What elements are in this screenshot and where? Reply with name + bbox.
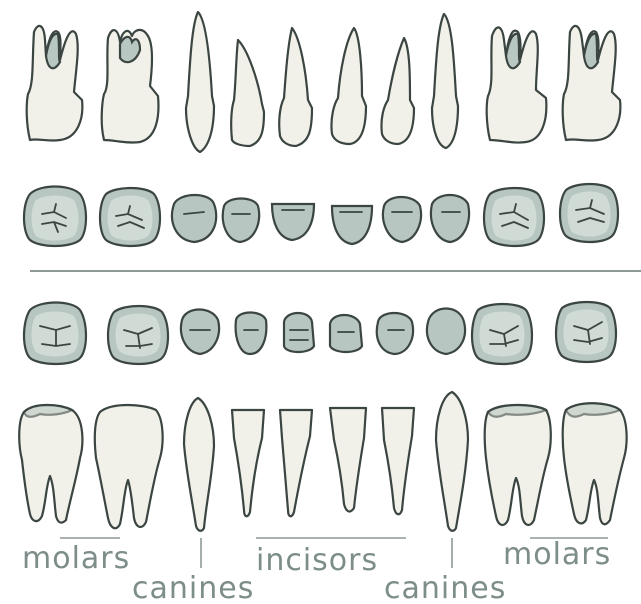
upper-incisor-side — [279, 28, 312, 146]
upper-premolar-occlusal — [431, 195, 469, 242]
lower-incisor-side — [280, 410, 312, 516]
lower-canine-side — [184, 398, 214, 531]
label-molars-left: molars — [22, 541, 130, 576]
lower-incisor-occlusal — [284, 313, 314, 352]
upper-premolar-side — [231, 40, 264, 146]
upper-premolar-occlusal — [223, 199, 259, 243]
lower-teeth-occlusal-row — [24, 302, 616, 364]
lower-molar-occlusal — [24, 303, 86, 365]
upper-teeth-side-row — [27, 12, 621, 152]
lower-incisor-side — [232, 410, 264, 516]
upper-incisor-occlusal — [332, 206, 372, 244]
lower-molar-occlusal — [108, 306, 168, 364]
upper-incisor-occlusal — [272, 204, 314, 240]
upper-molar-side — [563, 26, 621, 141]
lower-molar-side — [485, 405, 551, 525]
lower-premolar-occlusal — [236, 313, 267, 355]
lower-premolar-occlusal — [377, 313, 413, 354]
lower-molar-occlusal — [556, 302, 616, 362]
lower-canine-side — [436, 392, 468, 531]
upper-premolar-side — [381, 38, 414, 144]
lower-premolar-occlusal — [181, 310, 219, 355]
upper-canine-side — [186, 12, 214, 152]
lower-molar-side — [563, 403, 627, 524]
upper-canine-side — [432, 14, 458, 148]
label-molars-right: molars — [503, 537, 611, 572]
label-incisors: incisors — [256, 543, 378, 578]
upper-molar-side — [27, 26, 83, 141]
lower-molar-side — [19, 405, 82, 523]
lower-premolar-occlusal — [427, 309, 465, 355]
lower-molar-occlusal — [472, 304, 532, 364]
upper-teeth-occlusal-row — [24, 184, 618, 246]
lower-incisor-side — [382, 408, 414, 514]
upper-premolar-occlusal — [172, 195, 216, 242]
lower-incisor-occlusal — [330, 315, 362, 352]
upper-molar-occlusal — [100, 188, 160, 246]
lower-molar-side — [95, 405, 163, 528]
upper-molar-side — [102, 30, 159, 143]
label-canines-left: canines — [132, 571, 254, 604]
upper-molar-occlusal — [24, 187, 86, 247]
upper-molar-occlusal — [560, 184, 618, 242]
label-canines-right: canines — [384, 571, 506, 604]
upper-molar-side — [487, 27, 547, 142]
lower-teeth-side-row — [19, 392, 626, 531]
lower-incisor-side — [330, 408, 366, 511]
upper-premolar-occlusal — [383, 197, 421, 242]
upper-molar-occlusal — [484, 188, 544, 246]
upper-incisor-side — [331, 28, 366, 144]
